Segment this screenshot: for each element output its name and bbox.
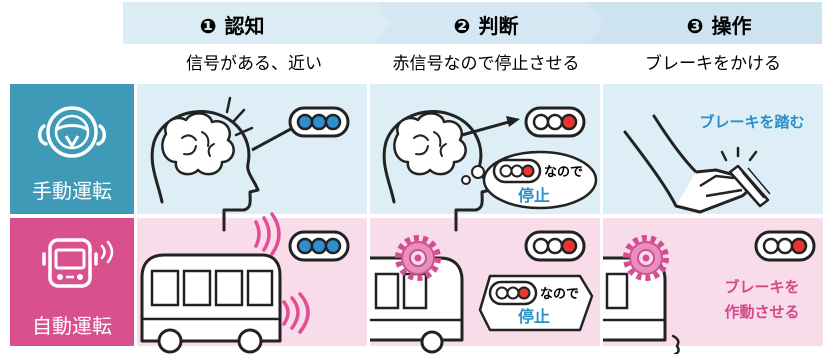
bubble-action: 停止	[518, 186, 550, 205]
steering-wheel-icon	[38, 106, 106, 158]
bus-icon	[42, 238, 114, 288]
brake-press-text: ブレーキを踏む	[699, 113, 804, 131]
traffic-light-icon	[524, 106, 586, 138]
traffic-light-icon	[754, 230, 816, 262]
decision-action: 停止	[518, 307, 550, 326]
manual-row-label: 手動運転	[32, 179, 112, 203]
decision-box	[478, 274, 594, 332]
step2-desc: 赤信号なので停止させる	[393, 54, 580, 74]
signal-wave-icon	[254, 212, 310, 334]
step3-desc: ブレーキをかける	[645, 53, 781, 74]
brake-auto-line2: 作動させる	[724, 303, 799, 321]
brake-auto-line1: ブレーキを	[724, 278, 799, 296]
decision-suffix: なので	[540, 287, 579, 302]
traffic-light-icon	[488, 280, 538, 306]
traffic-light-icon	[492, 158, 542, 184]
arrow-icon	[461, 116, 520, 137]
pedal-foot-icon	[623, 114, 771, 214]
auto-row-label: 自動運転	[32, 314, 112, 338]
thought-bubble	[461, 150, 598, 210]
traffic-light-icon	[288, 106, 350, 138]
bus-icon	[140, 253, 282, 354]
step1-desc: 信号がある、近い	[186, 54, 322, 74]
step-header	[123, 2, 822, 44]
bubble-suffix: なので	[544, 165, 583, 180]
attention-lines	[225, 96, 254, 137]
traffic-light-icon	[524, 230, 586, 262]
traffic-light-icon	[288, 230, 350, 262]
